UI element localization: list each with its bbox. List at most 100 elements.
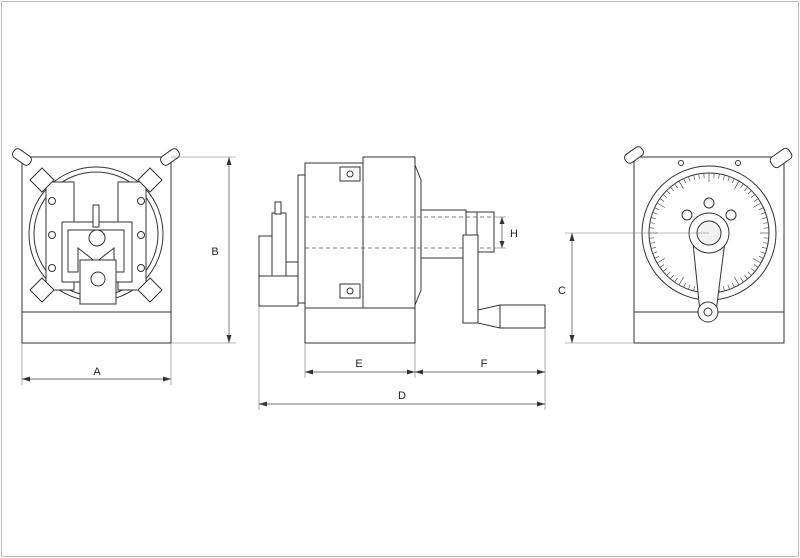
dial-tick xyxy=(718,173,720,179)
rear-view-left-knob xyxy=(624,146,644,164)
dial-tick xyxy=(727,176,730,182)
side-view-tool-holder xyxy=(271,212,287,279)
dimension-e-label: E xyxy=(355,358,362,370)
side-view-screw-top xyxy=(339,166,361,182)
rear-view-crank-pin xyxy=(703,307,713,317)
front-view-corner-lug xyxy=(29,167,55,193)
dial-tick xyxy=(659,198,665,202)
front-view-post xyxy=(92,204,100,228)
front-view-bolt xyxy=(137,231,145,239)
dimension-b-arrow xyxy=(226,157,232,165)
dial-tick xyxy=(656,202,666,208)
front-view-bolt xyxy=(48,197,56,205)
dial-tick xyxy=(734,180,740,190)
side-view-tool-pin xyxy=(274,201,282,215)
side-view-slide xyxy=(258,275,299,307)
front-view-corner-lug xyxy=(29,277,55,303)
front-view-slide xyxy=(79,259,117,305)
front-view-workpiece xyxy=(88,229,106,247)
dial-tick xyxy=(674,183,678,189)
dimension-e-arrow xyxy=(305,369,313,375)
dial-tick xyxy=(649,222,655,224)
dial-tick xyxy=(740,183,744,189)
dial-tick xyxy=(758,255,764,259)
side-view-spindle xyxy=(420,209,467,259)
dial-tick xyxy=(758,207,764,211)
rear-view-top-bolt xyxy=(735,160,741,166)
rear-view xyxy=(624,146,793,344)
dial-tick xyxy=(752,202,762,208)
dial-tick xyxy=(740,277,744,283)
dimension-a-arrow xyxy=(163,376,171,382)
side-view-screw-head xyxy=(346,287,354,295)
dial-tick xyxy=(650,217,656,220)
front-view-bolt xyxy=(48,264,56,272)
dial-tick xyxy=(666,271,671,276)
dimension-a-arrow xyxy=(22,376,30,382)
rear-view-top-bolt xyxy=(678,160,684,166)
rear-view-crank-end xyxy=(697,301,719,323)
dial-tick xyxy=(678,180,684,190)
front-view-bolt xyxy=(137,197,145,205)
dial-tick xyxy=(750,194,756,198)
dial-tick xyxy=(722,174,725,180)
dial-tick xyxy=(652,212,658,215)
rear-view-dial-ticks xyxy=(649,173,769,293)
dimension-d-arrow xyxy=(537,401,545,407)
side-view-crank-handle xyxy=(477,304,546,329)
dial-tick xyxy=(731,282,735,288)
dial-tick xyxy=(747,190,752,195)
dial-tick xyxy=(649,242,655,244)
rear-view-hole xyxy=(681,209,693,221)
dial-tick xyxy=(762,217,768,220)
front-view-bolt xyxy=(48,231,56,239)
dimension-e-arrow xyxy=(407,369,415,375)
dial-tick xyxy=(763,222,769,224)
dimension-h-label: H xyxy=(510,228,518,240)
dial-tick xyxy=(666,190,671,195)
dial-tick xyxy=(693,174,696,180)
dial-tick xyxy=(752,258,762,264)
dimension-b-arrow xyxy=(226,335,232,343)
dial-tick xyxy=(650,246,656,249)
dimension-h-arrow xyxy=(499,217,505,224)
dial-tick xyxy=(731,178,735,184)
front-view-v-groove xyxy=(67,229,125,273)
dimension-f-arrow xyxy=(537,369,545,375)
dimension-f-arrow xyxy=(415,369,423,375)
dial-tick xyxy=(698,173,700,179)
rear-view-hole xyxy=(703,197,715,209)
dial-tick xyxy=(683,178,687,184)
side-view-bevel xyxy=(414,164,422,306)
dial-tick xyxy=(670,186,674,192)
front-view-bolt xyxy=(137,264,145,272)
side-view-base xyxy=(304,307,416,344)
dimension-a-label: A xyxy=(93,366,101,378)
dial-tick xyxy=(734,276,740,286)
dial-tick xyxy=(753,264,759,268)
front-view-corner-lug xyxy=(137,167,163,193)
dimension-c-arrow xyxy=(569,335,575,343)
dimension-b-label: B xyxy=(211,246,218,258)
dial-tick xyxy=(762,246,768,249)
rear-view-right-knob xyxy=(769,147,793,169)
dial-tick xyxy=(750,268,756,272)
dial-tick xyxy=(654,207,660,211)
dial-tick xyxy=(662,194,668,198)
dial-tick xyxy=(727,284,730,290)
dimension-c-label: C xyxy=(558,285,566,297)
dial-tick xyxy=(747,271,752,276)
dimension-c-arrow xyxy=(569,233,575,241)
dial-tick xyxy=(688,284,691,290)
dial-tick xyxy=(659,264,665,268)
side-view-screw-head xyxy=(346,170,354,178)
dial-tick xyxy=(683,282,687,288)
side-view-body xyxy=(362,156,416,313)
dimension-d-label: D xyxy=(398,390,406,402)
dial-tick xyxy=(744,186,748,192)
rear-view-hole xyxy=(725,209,737,221)
dimension-f-label: F xyxy=(481,358,488,370)
